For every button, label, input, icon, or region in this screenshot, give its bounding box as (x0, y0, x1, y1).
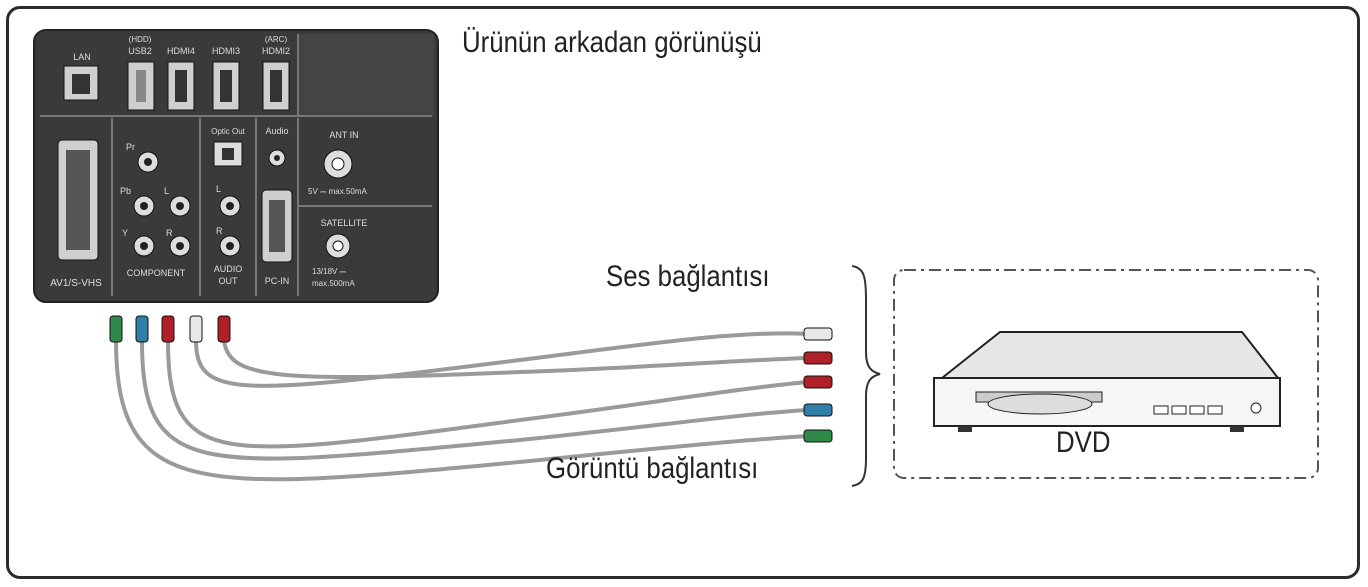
hdd-label: (HDD) (129, 35, 152, 44)
component-l-label: L (164, 186, 169, 196)
hdmi4-label: HDMI4 (167, 46, 195, 56)
audio-label: Audio (265, 126, 288, 136)
ant-in-label: ANT IN (329, 130, 358, 140)
video-cable-red (166, 339, 809, 449)
plug-right-green-icon (803, 429, 833, 443)
pr-label: Pr (126, 142, 135, 152)
lan-label: LAN (73, 52, 91, 62)
pb-label: Pb (120, 186, 131, 196)
plug-red-audio-icon (217, 315, 231, 343)
video-cable-green (114, 339, 809, 482)
plug-right-red-audio-icon (803, 351, 833, 365)
arc-label: (ARC) (265, 35, 288, 44)
plug-right-white-icon (803, 327, 833, 341)
satellite-label: SATELLITE (321, 218, 368, 228)
hdmi3-label: HDMI3 (212, 46, 240, 56)
dvd-label: DVD (1056, 426, 1111, 459)
y-label: Y (122, 228, 128, 238)
plug-white-icon (189, 315, 203, 343)
audio-cable-red (222, 339, 809, 380)
tv-back-panel: LAN (HDD) USB2 HDMI4 HDMI3 (ARC) HDMI2 A… (33, 29, 439, 303)
optic-out-label: Optic Out (211, 127, 246, 136)
plug-right-blue-icon (803, 403, 833, 417)
sat-spec-label-2: max.500mA (312, 279, 355, 288)
sat-spec-label-1: 13/18V ⎓ (312, 267, 347, 276)
plug-green-icon (109, 315, 123, 343)
dvd-player-icon (933, 331, 1281, 432)
component-label: COMPONENT (127, 268, 186, 278)
audio-out-label-1: AUDIO (214, 264, 243, 274)
cables (114, 331, 809, 482)
audio-connection-label: Ses bağlantısı (606, 260, 770, 293)
left-plugs (109, 315, 231, 343)
plug-blue-icon (135, 315, 149, 343)
diagram-frame (6, 6, 1360, 579)
audio-cable-white (194, 331, 809, 388)
component-r-label: R (166, 228, 173, 238)
video-cable-blue (140, 339, 809, 461)
audio-out-label-2: OUT (219, 276, 239, 286)
pc-in-label: PC-IN (265, 276, 290, 286)
usb2-label: USB2 (128, 46, 152, 56)
plug-right-red-video-icon (803, 375, 833, 389)
right-plugs (803, 327, 833, 443)
video-connection-label: Görüntü bağlantısı (546, 452, 759, 485)
dvd-device-box (893, 269, 1319, 479)
hdmi2-label: HDMI2 (262, 46, 290, 56)
plug-red-video-icon (161, 315, 175, 343)
brace-icon (851, 265, 881, 487)
scart-label: AV1/S-VHS (50, 278, 102, 289)
audio-out-l-label: L (216, 184, 221, 194)
rear-view-title: Ürünün arkadan görünüşü (462, 26, 762, 59)
ant-spec-label: 5V ⎓ max.50mA (308, 187, 368, 196)
audio-out-r-label: R (216, 226, 223, 236)
